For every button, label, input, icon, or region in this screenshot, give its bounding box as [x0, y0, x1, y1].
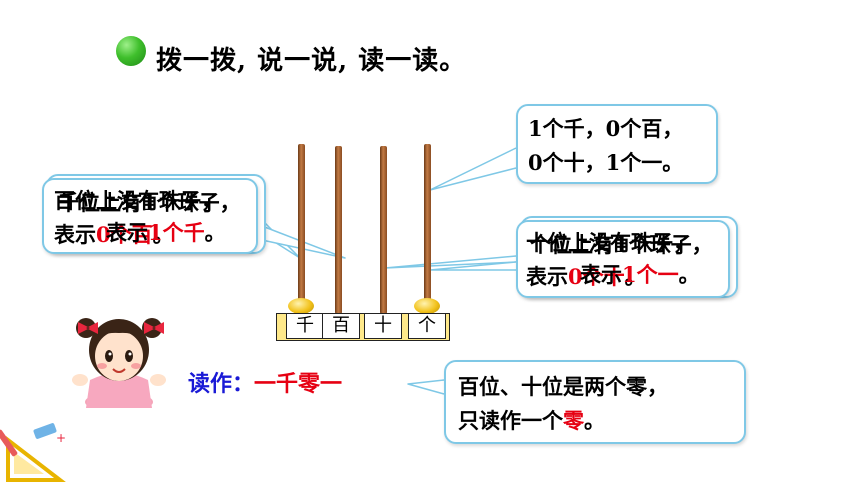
reading-label: 读作：: [188, 371, 255, 397]
label-tens: 十: [364, 313, 402, 339]
pointer-bottom: [407, 379, 445, 395]
hundreds-line-1: 百位上没有珠子，: [54, 188, 222, 213]
ones-line-2-suffix: 。: [678, 262, 700, 287]
zero-rule-line-2-suffix: 。: [584, 408, 605, 433]
hundreds-line-2-prefix: 表示: [54, 222, 96, 247]
bead-ones: [414, 298, 440, 314]
rod-hundreds: [335, 146, 342, 314]
bubble-left: 百位上没有珠子， 千位上有1个珠子， 表示0个百。 表示1个千。: [42, 178, 258, 254]
svg-text:+: +: [56, 431, 66, 445]
stationery-decoration-icon: +: [0, 423, 66, 482]
tens-line-1: 十位上没有珠子，: [526, 230, 694, 255]
rod-tens: [380, 146, 387, 314]
label-thousands: 千: [286, 313, 324, 339]
tens-line-2-suffix: 。: [624, 264, 646, 289]
thousands-line-2-value: 1个千: [148, 220, 205, 245]
zero-rule-line-2-value: 零: [563, 408, 584, 433]
hundreds-line-2-suffix: 。: [152, 222, 174, 247]
reading-value: 一千零一: [254, 371, 343, 397]
rod-thousands: [298, 144, 305, 314]
ones-line-2-value: 1个一: [622, 262, 679, 287]
girl-illustration: [72, 318, 166, 408]
bubble-summary: 1个千，0个百， 0个十，1个一。: [516, 104, 718, 184]
hundreds-line-2-value: 0个百: [96, 222, 153, 247]
thousands-line-2-prefix: 表示: [106, 220, 148, 245]
summary-line-1: 1个千，0个百，: [528, 116, 684, 141]
thousands-line-1: 千位上有1个珠子，: [58, 190, 241, 215]
reading-line: 读作：一千零一: [188, 366, 342, 398]
rod-ones: [424, 144, 431, 314]
summary-line-2: 0个十，1个一。: [528, 150, 684, 175]
bubble-zero-rule: 百位、十位是两个零， 只读作一个零。: [444, 360, 746, 444]
ones-line-1: 个位上有1个珠子，: [530, 232, 713, 257]
label-ones: 个: [408, 313, 446, 339]
tens-line-2-prefix: 表示: [526, 264, 568, 289]
label-hundreds: 百: [322, 313, 360, 339]
ones-line-2-prefix: 表示: [580, 262, 622, 287]
tens-line-2-value: 0个十: [568, 264, 625, 289]
zero-rule-line-2-prefix: 只读作一个: [458, 408, 563, 433]
bead-thousands: [288, 298, 314, 314]
zero-rule-line-2: 只读作一个零。: [458, 404, 744, 438]
page-title: 拨一拨, 说一说, 读一读。: [156, 46, 467, 76]
zero-rule-line-1: 百位、十位是两个零，: [458, 374, 668, 399]
pointer-top-right: [429, 147, 517, 191]
thousands-line-2-suffix: 。: [204, 220, 226, 245]
green-bullet-icon: [116, 36, 146, 66]
bubble-right: 十位上没有珠子， 个位上有1个珠子， 表示0个十。 表示1个一。: [516, 220, 730, 298]
